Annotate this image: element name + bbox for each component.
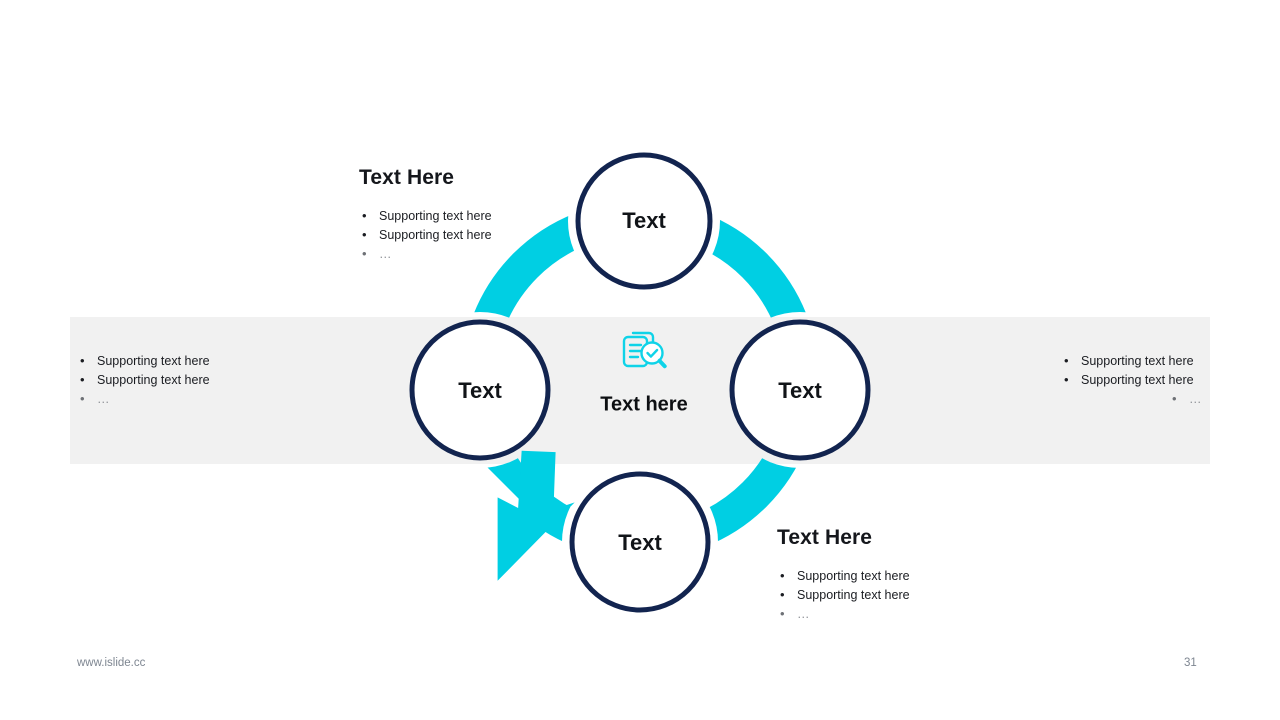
page-number: 31 (1184, 657, 1197, 669)
text-block-right: Supporting text here Supporting text her… (1061, 351, 1202, 409)
node-label-top: Text (622, 208, 666, 233)
block-heading-bottom-right: Text Here (777, 526, 873, 549)
block-bullets-bottom-right: Supporting text here Supporting text her… (777, 566, 910, 624)
text-block-bottom-right: Text Here Supporting text here Supportin… (777, 526, 910, 624)
list-item: … (777, 604, 910, 624)
list-item: Supporting text here (777, 585, 910, 605)
node-label-left: Text (458, 378, 502, 403)
list-item: … (359, 244, 492, 264)
list-item: Supporting text here (77, 351, 210, 371)
footer-url[interactable]: www.islide.cc (77, 657, 146, 669)
list-item: … (1061, 389, 1202, 409)
block-bullets-top-left: Supporting text here Supporting text her… (359, 206, 492, 264)
document-check-magnifier-icon (622, 331, 667, 369)
list-item: … (77, 389, 210, 409)
cycle-diagram (409, 152, 871, 613)
text-block-left: Supporting text here Supporting text her… (77, 351, 210, 409)
node-circle-right[interactable] (729, 319, 871, 461)
cycle-arrowhead (497, 450, 575, 581)
node-circle-left[interactable] (409, 319, 551, 461)
node-circle-bottom[interactable] (569, 471, 711, 613)
list-item: Supporting text here (1061, 370, 1202, 390)
highlight-band (70, 317, 1210, 464)
block-bullets-left: Supporting text here Supporting text her… (77, 351, 210, 409)
block-heading-top-left: Text Here (359, 166, 455, 189)
list-item: Supporting text here (1061, 351, 1202, 371)
list-item: Supporting text here (777, 566, 910, 586)
list-item: Supporting text here (77, 370, 210, 390)
cycle-nodes (409, 152, 871, 613)
block-bullets-right: Supporting text here Supporting text her… (1061, 351, 1202, 409)
node-label-right: Text (778, 378, 822, 403)
list-item: Supporting text here (359, 225, 492, 245)
list-item: Supporting text here (359, 206, 492, 226)
text-block-top-left: Text Here Supporting text here Supportin… (359, 166, 492, 264)
node-circle-top[interactable] (575, 152, 713, 290)
node-label-bottom: Text (618, 530, 662, 555)
center-label: Text here (600, 393, 688, 416)
